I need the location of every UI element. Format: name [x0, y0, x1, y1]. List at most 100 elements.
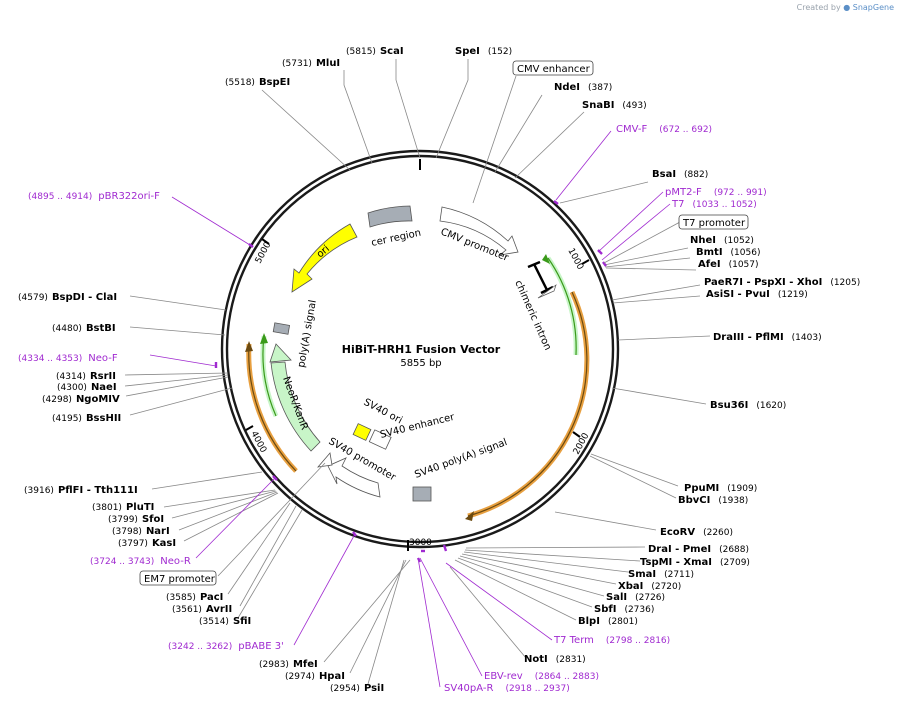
enzyme-bsshii: (4195)BssHII	[52, 413, 121, 424]
primer-sv40pa-r: SV40pA-R(2918 .. 2937)	[444, 683, 570, 694]
sv40-promoter-feature	[327, 457, 381, 498]
primer-cmv-f: CMV-F(672 .. 692)	[616, 124, 712, 135]
primer-t7: T7(1033 .. 1052)	[671, 199, 757, 210]
t7-promoter-label: T7 promoter	[682, 218, 746, 229]
cmv-promoter-feature	[439, 206, 519, 256]
enzyme-paer7i: PaeR7I - PspXI - XhoI(1205)	[704, 277, 860, 288]
enzyme-drai: DraI - PmeI(2688)	[648, 544, 749, 555]
enzyme-snabi: SnaBI(493)	[582, 100, 647, 111]
enzyme-asisi: AsiSI - PvuI(1219)	[706, 289, 808, 300]
cer-region-feature	[367, 205, 413, 228]
orf-orange-right-core	[467, 291, 588, 517]
enzyme-noti: NotI(2831)	[524, 654, 586, 665]
enzyme-pflfi: (3916)PflFI - Tth111I	[24, 485, 138, 496]
enzyme-sali: SalI(2726)	[606, 592, 665, 603]
primer-t7-term: T7 Term(2798 .. 2816)	[553, 635, 670, 646]
intron-bracket	[527, 260, 554, 295]
enzyme-sbfi: SbfI(2736)	[594, 604, 654, 615]
snapgene-credit: Created by ● SnapGene	[797, 3, 894, 12]
enzyme-leader-lines	[124, 59, 711, 685]
enzyme-bbvci: BbvCI(1938)	[678, 495, 748, 506]
poly-a-signal-feature	[272, 322, 291, 335]
enzyme-kasi: (3797)KasI	[118, 538, 176, 549]
enzyme-paci: (3585)PacI	[166, 592, 223, 603]
enzyme-psii: (2954)PsiI	[330, 683, 384, 694]
tick-label-3000: 3000	[409, 538, 432, 548]
enzyme-sfoi: (3799)SfoI	[108, 514, 164, 525]
credit-prefix: Created by	[796, 3, 841, 12]
orf-green-right-arrowhead-icon	[542, 254, 550, 264]
enzyme-afei: AfeI(1057)	[698, 259, 759, 270]
enzyme-ecorv: EcoRV(2260)	[660, 527, 733, 538]
enzyme-labels: (5815)ScaI SpeI(152) (5731)MluI NdeI(387…	[18, 46, 860, 694]
enzyme-scai: (5815)ScaI	[346, 46, 404, 57]
snapgene-logo-icon: ●	[843, 3, 851, 12]
enzyme-bspei: (5518)BspEI	[225, 77, 290, 88]
enzyme-bsu36i: Bsu36I(1620)	[710, 400, 786, 411]
sv40-ori-feature	[352, 423, 372, 441]
credit-brand: SnapGene	[852, 3, 894, 12]
neo-kan-feature	[269, 343, 321, 452]
primer-neo-f: (4334 .. 4353)Neo-F	[18, 353, 118, 364]
cmv-enhancer-label: CMV enhancer	[517, 64, 591, 75]
ori-feature	[291, 223, 358, 293]
intron-arrow-icon	[537, 284, 557, 299]
sv40-polya-feature	[412, 486, 432, 502]
enzyme-bsai: BsaI(882)	[652, 169, 708, 180]
plasmid-size: 5855 bp	[400, 358, 441, 369]
em7-promoter-label: EM7 promoter	[144, 574, 216, 585]
tick-5000: 5000	[254, 238, 274, 265]
enzyme-spei: SpeI(152)	[455, 46, 512, 57]
poly-a-signal-label: poly(A) signal	[296, 299, 319, 368]
sv40-promoter-arrowhead-icon	[317, 452, 333, 468]
enzyme-nari: (3798)NarI	[112, 526, 170, 537]
enzyme-sfii: (3514)SfiI	[199, 616, 251, 627]
enzyme-pluti: (3801)PluTI	[92, 502, 154, 513]
enzyme-avrii: (3561)AvrII	[172, 604, 232, 615]
orf-green-right	[545, 256, 579, 356]
primer-marks	[214, 200, 607, 563]
enzyme-nhei: NheI(1052)	[690, 235, 754, 246]
enzyme-naei: (4300)NaeI	[57, 382, 117, 393]
primer-neo-r: (3724 .. 3743)Neo-R	[90, 556, 191, 567]
tick-3000: 3000	[407, 538, 432, 551]
enzyme-bstbi: (4480)BstBI	[52, 323, 116, 334]
enzyme-ppumi: PpuMI(1909)	[684, 483, 757, 494]
orf-green-right-core	[547, 257, 577, 356]
tick-label-1000: 1000	[565, 247, 585, 272]
sv40-enhancer-feature	[368, 429, 392, 450]
cmv-enhancer-box: CMV enhancer	[512, 60, 594, 76]
orf-green-left-arrowhead-icon	[260, 333, 268, 344]
enzyme-draiii: DraIII - PflMI(1403)	[713, 332, 822, 343]
enzyme-ndei: NdeI(387)	[554, 82, 612, 93]
t7-promoter-box: T7 promoter	[678, 214, 749, 230]
sv40-ori-label: SV40 ori	[362, 397, 404, 426]
box-leader-lines	[217, 75, 681, 577]
primer-ebv-rev: EBV-rev(2864 .. 2883)	[484, 671, 599, 682]
sv40-polya-label: SV40 poly(A) signal	[413, 437, 509, 481]
primer-labels: CMV-F(672 .. 692) pMT2-F(972 .. 991) T7(…	[18, 124, 767, 694]
enzyme-bspdi: (4579)BspDI - ClaI	[18, 292, 117, 303]
primer-leader-lines	[149, 130, 671, 688]
plasmid-name: HiBiT-HRH1 Fusion Vector	[342, 343, 501, 356]
orf-left-arrowhead-icon	[245, 341, 253, 352]
enzyme-ngomiv: (4298)NgoMIV	[42, 394, 120, 405]
primer-pbabe3: (3242 .. 3262)pBABE 3'	[168, 641, 284, 652]
enzyme-blpi: BlpI(2801)	[578, 616, 638, 627]
enzyme-tspmi: TspMI - XmaI(2709)	[640, 557, 750, 568]
primer-pmt2-f: pMT2-F(972 .. 991)	[665, 187, 767, 198]
enzyme-mlui: (5731)MluI	[282, 58, 340, 69]
enzyme-smai: SmaI(2711)	[628, 569, 694, 580]
backbone-inner-ring	[225, 154, 615, 544]
orf-right-arrowhead-icon	[465, 511, 474, 521]
primer-pbr322ori-f: (4895 .. 4914)pBR322ori-F	[28, 191, 160, 202]
enzyme-hpai: (2974)HpaI	[285, 671, 345, 682]
enzyme-bmti: BmtI(1056)	[696, 247, 760, 258]
orf-orange-left-core	[248, 343, 297, 472]
orf-orange-right	[467, 290, 590, 519]
backbone-outer-ring	[220, 149, 620, 549]
cer-region-label: cer region	[370, 228, 422, 249]
enzyme-rsrii: (4314)RsrII	[56, 371, 116, 382]
enzyme-xbai: XbaI(2720)	[618, 581, 681, 592]
